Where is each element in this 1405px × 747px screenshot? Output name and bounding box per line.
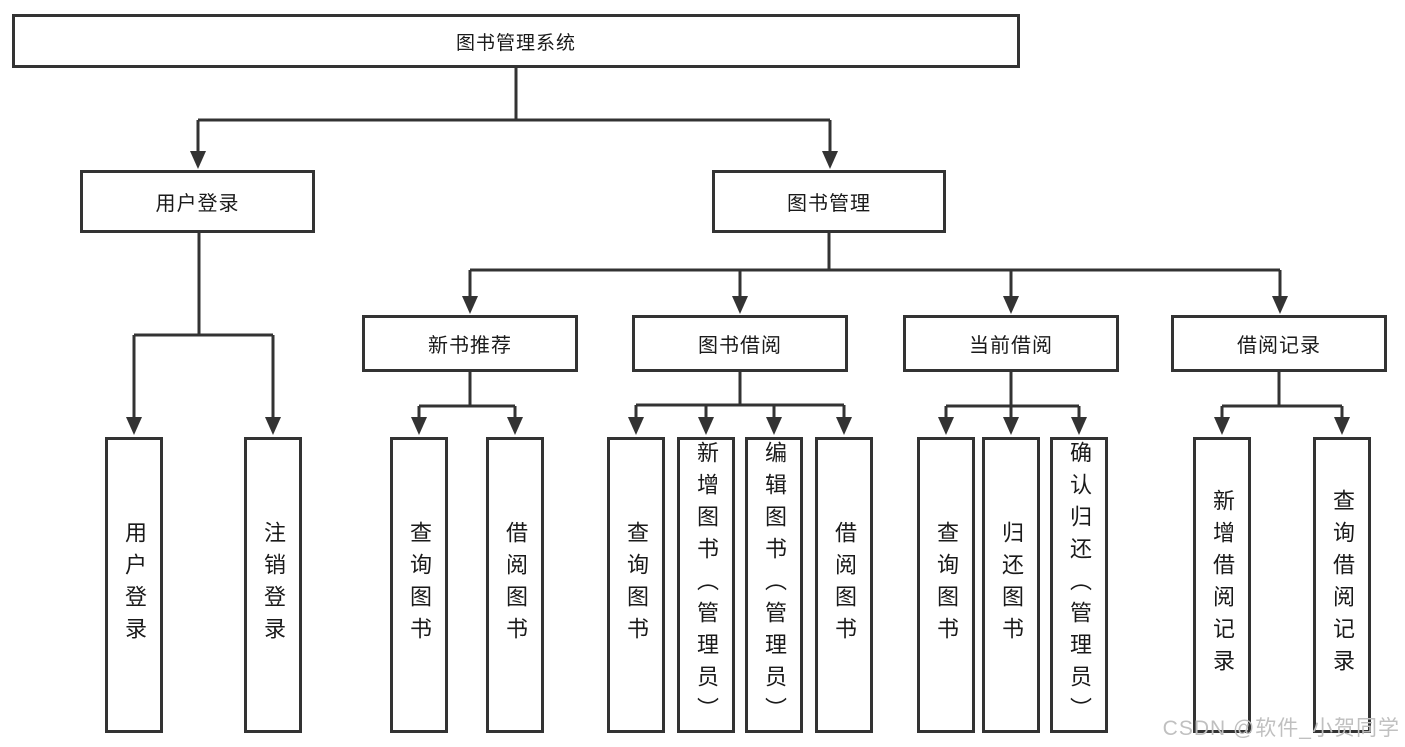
arrow-down-icon xyxy=(732,296,748,314)
leaf-borrow-edit-books-admin: 编辑图书（管理员） xyxy=(745,437,803,733)
node-borrow-records: 借阅记录 xyxy=(1171,315,1387,372)
node-book-borrow: 图书借阅 xyxy=(632,315,848,372)
leaf-current-query-books: 查询图书 xyxy=(917,437,975,733)
node-current-borrow-label: 当前借阅 xyxy=(969,335,1053,357)
arrow-down-icon xyxy=(507,417,523,435)
connector-records-leaves xyxy=(1220,372,1344,418)
arrow-down-icon xyxy=(628,417,644,435)
node-book-management: 图书管理 xyxy=(712,170,946,233)
node-root: 图书管理系统 xyxy=(12,14,1020,68)
leaf-records-query-record: 查询借阅记录 xyxy=(1313,437,1371,733)
leaf-logout: 注销登录 xyxy=(244,437,302,733)
leaf-borrow-add-books-admin: 新增图书（管理员） xyxy=(677,437,735,733)
node-user-login: 用户登录 xyxy=(80,170,315,233)
connector-root-level2 xyxy=(196,68,832,152)
connector-userlogin-leaves xyxy=(132,233,275,418)
connector-borrow-leaves xyxy=(634,372,846,418)
leaf-records-query-record-label: 查询借阅记录 xyxy=(1330,489,1355,681)
leaf-current-confirm-return-admin-label: 确认归还（管理员） xyxy=(1067,441,1092,729)
leaf-newbook-query-books-label: 查询图书 xyxy=(407,521,432,649)
leaf-current-return-books-label: 归还图书 xyxy=(999,521,1024,649)
leaf-user-login: 用户登录 xyxy=(105,437,163,733)
leaf-records-add-record: 新增借阅记录 xyxy=(1193,437,1251,733)
arrow-down-icon xyxy=(766,417,782,435)
arrow-down-icon xyxy=(1334,417,1350,435)
leaf-borrow-borrow-books-label: 借阅图书 xyxy=(832,521,857,649)
node-book-borrow-label: 图书借阅 xyxy=(698,335,782,357)
leaf-current-query-books-label: 查询图书 xyxy=(934,521,959,649)
node-borrow-records-label: 借阅记录 xyxy=(1237,335,1321,357)
leaf-logout-label: 注销登录 xyxy=(261,521,286,649)
leaf-borrow-edit-books-admin-label: 编辑图书（管理员） xyxy=(762,441,787,729)
leaf-current-return-books: 归还图书 xyxy=(982,437,1040,733)
arrow-down-icon xyxy=(190,151,206,169)
node-root-label: 图书管理系统 xyxy=(455,32,576,54)
arrow-down-icon xyxy=(1003,417,1019,435)
arrow-down-icon xyxy=(822,151,838,169)
leaf-records-add-record-label: 新增借阅记录 xyxy=(1210,489,1235,681)
arrow-down-icon xyxy=(1272,296,1288,314)
arrow-down-icon xyxy=(265,417,281,435)
leaf-newbook-borrow-books-label: 借阅图书 xyxy=(503,521,528,649)
leaf-user-login-label: 用户登录 xyxy=(122,521,147,649)
arrow-down-icon xyxy=(698,417,714,435)
connector-newbook-leaves xyxy=(417,372,517,418)
leaf-borrow-query-books: 查询图书 xyxy=(607,437,665,733)
arrow-down-icon xyxy=(1003,296,1019,314)
leaf-current-confirm-return-admin: 确认归还（管理员） xyxy=(1050,437,1108,733)
arrow-down-icon xyxy=(126,417,142,435)
arrow-down-icon xyxy=(1071,417,1087,435)
watermark-text: CSDN @软件_小贺同学 xyxy=(1162,717,1400,740)
node-new-book-recommend: 新书推荐 xyxy=(362,315,578,372)
arrow-down-icon xyxy=(462,296,478,314)
node-user-login-label: 用户登录 xyxy=(155,193,240,215)
connector-current-leaves xyxy=(944,372,1081,418)
arrow-down-icon xyxy=(411,417,427,435)
arrow-down-icon xyxy=(1214,417,1230,435)
arrow-down-icon xyxy=(836,417,852,435)
node-new-book-recommend-label: 新书推荐 xyxy=(428,335,512,357)
leaf-borrow-add-books-admin-label: 新增图书（管理员） xyxy=(694,441,719,729)
connector-bookmgmt-level3 xyxy=(468,233,1282,297)
node-current-borrow: 当前借阅 xyxy=(903,315,1119,372)
arrow-down-icon xyxy=(938,417,954,435)
leaf-borrow-query-books-label: 查询图书 xyxy=(624,521,649,649)
node-book-management-label: 图书管理 xyxy=(787,193,871,215)
leaf-borrow-borrow-books: 借阅图书 xyxy=(815,437,873,733)
leaf-newbook-borrow-books: 借阅图书 xyxy=(486,437,544,733)
leaf-newbook-query-books: 查询图书 xyxy=(390,437,448,733)
